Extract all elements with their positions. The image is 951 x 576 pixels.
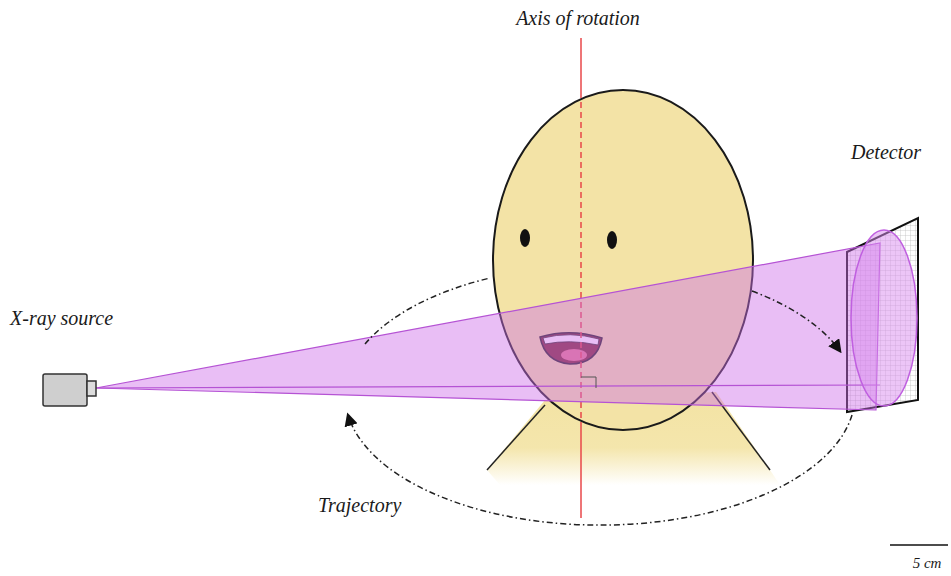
trajectory-label: Trajectory [318,494,401,516]
eye [607,231,617,249]
trajectory-arc [348,415,852,525]
eye [520,229,530,247]
xray-source [43,374,87,406]
trajectory-arc [365,278,490,344]
central-ray [96,385,880,388]
rotation-axis [580,428,582,518]
scale-bar [890,544,948,546]
rotation-axis [580,38,582,92]
xray-beam [96,243,880,410]
right-angle [581,377,596,388]
axis-label: Axis of rotation [516,7,640,29]
scale-label: 5 cm [913,555,942,572]
projection [851,230,917,406]
source-label: X-ray source [10,307,113,329]
neck-outline [487,405,545,470]
trajectory-arc [752,291,840,351]
xray-source [87,381,96,396]
detector-label: Detector [851,141,921,163]
